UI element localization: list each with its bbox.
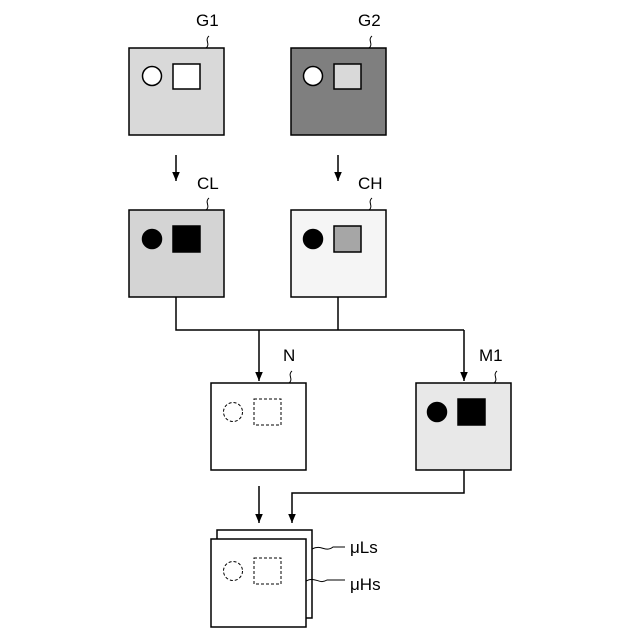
g1-circle-object [143, 67, 162, 86]
ch-image-frame [291, 210, 386, 297]
g2-label: G2 [358, 11, 381, 30]
ch-circle-object [304, 230, 323, 249]
cl-circle-object [143, 230, 162, 249]
cl-to-n-connector [176, 297, 464, 330]
m1-image-frame [416, 383, 511, 470]
m1-square-object [458, 399, 485, 425]
uls-label: μLs [350, 538, 378, 557]
g2-square-object [334, 64, 361, 89]
m1-to-stack-arrow [292, 470, 464, 523]
n-label: N [283, 346, 295, 365]
image-g2 [291, 48, 386, 135]
image-ch [291, 210, 386, 297]
cl-image-frame [129, 210, 224, 297]
image-n [211, 383, 306, 470]
g1-leader-line [206, 36, 209, 48]
g1-image-frame [129, 48, 224, 135]
stack-front-frame [211, 539, 306, 627]
image-cl [129, 210, 224, 297]
g2-circle-object [304, 67, 323, 86]
m1-leader-line [494, 371, 497, 383]
image-g1 [129, 48, 224, 135]
g1-label: G1 [196, 11, 219, 30]
n-leader-line [289, 371, 292, 383]
m1-circle-object [428, 403, 447, 422]
g2-image-frame [291, 48, 386, 135]
cl-leader-line [206, 198, 209, 210]
image-m1 [416, 383, 511, 470]
cl-square-object [173, 226, 200, 252]
uls-leader-line [312, 547, 345, 549]
g1-square-object [173, 64, 200, 89]
n-image-frame [211, 383, 306, 470]
image-stack [211, 530, 312, 627]
ch-label: CH [358, 174, 383, 193]
g2-leader-line [369, 36, 372, 48]
m1-label: M1 [479, 346, 503, 365]
uhs-label: μHs [350, 575, 381, 594]
cl-label: CL [197, 174, 219, 193]
ch-leader-line [369, 198, 372, 210]
ch-square-object [334, 226, 361, 252]
